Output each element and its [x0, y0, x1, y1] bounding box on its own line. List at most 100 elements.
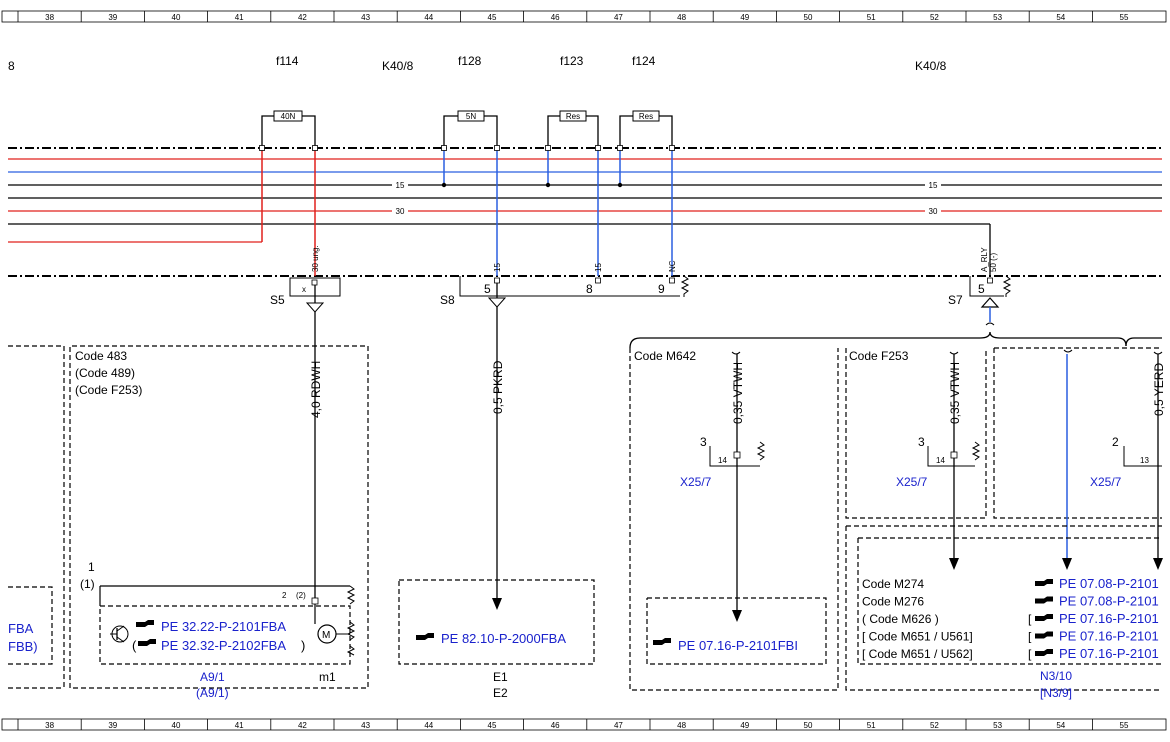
bottom-ruler-col-39: 39 — [108, 721, 117, 730]
top-ruler-col-42: 42 — [298, 13, 307, 22]
top-ruler-col-55: 55 — [1120, 13, 1129, 22]
a9-code-489: (Code 489) — [75, 366, 135, 380]
relay-label-k40-right: K40/8 — [915, 59, 947, 73]
s8-pin-15a: 15 — [493, 263, 502, 272]
bottom-ruler-col-50: 50 — [804, 721, 813, 730]
bottom-ruler-col-55: 55 — [1120, 721, 1129, 730]
n3-name: N3/10 — [1040, 669, 1072, 683]
bottom-ruler-col-40: 40 — [172, 721, 181, 730]
bus-label-15-left: 15 — [396, 181, 405, 190]
s8-pin-nc: NC — [668, 260, 677, 272]
block-a9-1: Code 483 (Code 489) (Code F253) 1 (1) 2 … — [69, 345, 369, 700]
s8-pin-15b: 15 — [594, 263, 603, 272]
top-ruler-col-48: 48 — [677, 13, 686, 22]
block-e1: PE 82.10-P-2000FBA E1 E2 — [398, 579, 595, 700]
s8-num-8: 8 — [586, 282, 593, 296]
wire-label-pkrd: 0,5 PKRD — [491, 360, 505, 414]
wire-label-vtwh-2: 0,35 VTWH — [948, 362, 962, 424]
wire-label-vtwh-1: 0,35 VTWH — [731, 362, 745, 424]
wire-4-rdwh: 4,0 RDWH — [309, 312, 323, 598]
wire-05-pkrd: 0,5 PKRD — [491, 307, 505, 610]
n3-code-0: Code M274 — [862, 577, 924, 591]
e1-ref-82-10[interactable]: PE 82.10-P-2000FBA — [441, 631, 566, 646]
a9-pin-2p: (2) — [296, 591, 306, 600]
pointing-hand-icon — [1035, 596, 1053, 604]
m642-ref-07-16[interactable]: PE 07.16-P-2101FBI — [678, 638, 798, 653]
bottom-ruler-col-46: 46 — [551, 721, 560, 730]
top-ruler-col-51: 51 — [867, 13, 876, 22]
top-ruler-col-47: 47 — [614, 13, 623, 22]
right-group-brace — [629, 331, 1162, 349]
top-ruler-col-50: 50 — [804, 13, 813, 22]
a9-name-alt: (A9/1) — [196, 686, 229, 700]
n3-ref-bracket-3: [ — [1028, 630, 1032, 644]
n3-code-1: Code M276 — [862, 595, 924, 609]
right-pin-2: 2 — [1112, 435, 1119, 449]
pointing-hand-icon — [138, 639, 156, 646]
n3-ref-3[interactable]: PE 07.16-P-2101 — [1059, 629, 1159, 644]
pointing-hand-icon — [1035, 579, 1053, 586]
bottom-ruler-col-51: 51 — [867, 721, 876, 730]
n3-ref-0[interactable]: PE 07.08-P-2101 — [1059, 576, 1159, 591]
a9-ref2-open-paren: ( — [132, 638, 137, 653]
a9-pin-1: 1 — [88, 560, 95, 574]
wire-label-yerd: 0,5 YERD — [1152, 363, 1166, 416]
bottom-ruler-col-38: 38 — [45, 721, 54, 730]
top-ruler-col-43: 43 — [361, 13, 370, 22]
f253-pin-3: 3 — [918, 435, 925, 449]
s8-num-5: 5 — [484, 282, 491, 296]
transistor-icon — [110, 625, 129, 643]
fuse-rating-f114: 40N — [281, 112, 296, 121]
connector-s7: A_RLY 50 (-) 5 S7 — [948, 247, 1012, 326]
wire-label-rdwh: 4,0 RDWH — [309, 361, 323, 418]
n3-ref-2[interactable]: PE 07.16-P-2101 — [1059, 611, 1159, 626]
bus-label-30-right: 30 — [929, 207, 938, 216]
fuse-rating-f128: 5N — [466, 112, 476, 121]
pointing-hand-icon — [653, 638, 671, 645]
a9-pin-1p: (1) — [80, 577, 95, 591]
n3-code-4: [ Code M651 / U562] — [862, 647, 973, 661]
bottom-ruler-col-47: 47 — [614, 721, 623, 730]
top-ruler-col-38: 38 — [45, 13, 54, 22]
top-ruler-col-46: 46 — [551, 13, 560, 22]
m642-pin-3: 3 — [700, 435, 707, 449]
f253-conn-pin: 14 — [936, 456, 945, 465]
bottom-ruler-col-45: 45 — [488, 721, 497, 730]
bottom-ruler-col-52: 52 — [930, 721, 939, 730]
a9-ref-32-32[interactable]: PE 32.32-P-2102FBA — [161, 638, 286, 653]
n3-code-3: [ Code M651 / U561] — [862, 630, 973, 644]
f253-code: Code F253 — [849, 349, 909, 363]
n3-ref-4[interactable]: PE 07.16-P-2101 — [1059, 646, 1159, 661]
top-ruler-col-54: 54 — [1056, 13, 1065, 22]
bottom-ruler-col-49: 49 — [740, 721, 749, 730]
left-ref-2[interactable]: FBB) — [8, 639, 38, 654]
bottom-ruler-col-43: 43 — [361, 721, 370, 730]
a9-ref-32-22[interactable]: PE 32.22-P-2101FBA — [161, 619, 286, 634]
f253-connector: X25/7 — [896, 475, 928, 489]
bottom-ruler-col-42: 42 — [298, 721, 307, 730]
n3-code-2: ( Code M626 ) — [862, 612, 939, 626]
pointing-hand-icon — [136, 620, 154, 627]
m642-connector: X25/7 — [680, 475, 712, 489]
fuse-label-f114: f114 — [276, 54, 299, 68]
fuse-f124: Res — [619, 110, 673, 148]
s5-pin: x — [302, 285, 306, 294]
top-ruler-col-52: 52 — [930, 13, 939, 22]
right-conn-pin: 13 — [1140, 456, 1149, 465]
right-connector: X25/7 — [1090, 475, 1122, 489]
edge-label: 8 — [8, 59, 15, 73]
left-ref-1[interactable]: FBA — [8, 621, 34, 636]
fuse-rating-f124: Res — [639, 112, 653, 121]
block-right-partial: 0,5 YERD 2 13 X25/7 — [993, 347, 1166, 570]
svg-text:M: M — [322, 630, 330, 641]
connector-s5: 30 ung. x S5 — [270, 245, 341, 313]
a9-ref2-close-paren: ) — [301, 638, 305, 653]
n3-ref-1[interactable]: PE 07.08-P-2101 — [1059, 594, 1159, 609]
fuse-f128: 5N — [443, 110, 498, 148]
top-ruler-col-40: 40 — [172, 13, 181, 22]
bottom-ruler-col-53: 53 — [993, 721, 1002, 730]
fuse-label-f124: f124 — [632, 54, 656, 68]
